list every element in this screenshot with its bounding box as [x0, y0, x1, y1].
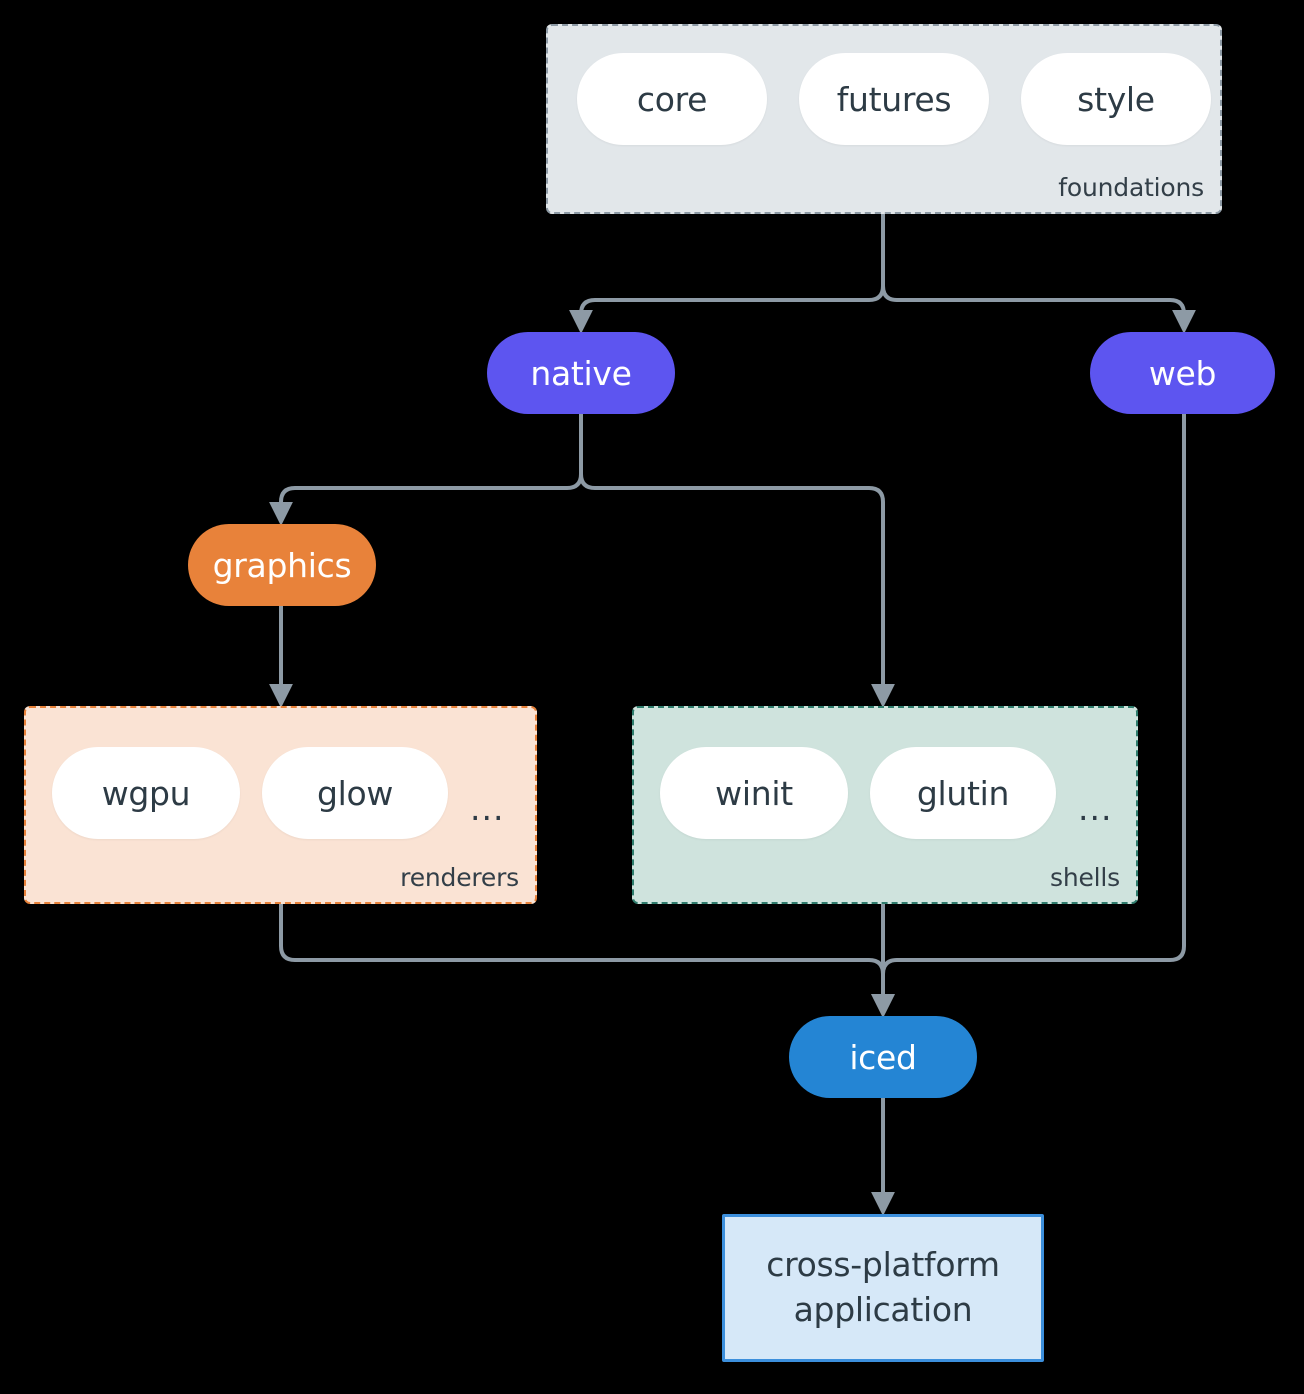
- edge-renderers-iced: [279, 904, 895, 1018]
- node-graphics-label: graphics: [212, 545, 352, 585]
- node-iced[interactable]: iced: [789, 1016, 977, 1098]
- leaf-glow[interactable]: glow: [262, 747, 448, 839]
- leaf-futures[interactable]: futures: [799, 53, 989, 145]
- leaf-style-label: style: [1077, 79, 1155, 119]
- leaf-winit[interactable]: winit: [660, 747, 848, 839]
- renderers-items: wgpu glow ...: [52, 736, 504, 850]
- group-foundations: core futures style foundations: [546, 24, 1222, 214]
- application-label-line2: application: [793, 1290, 973, 1329]
- edge-foundations-native: [569, 214, 885, 334]
- node-native-label: native: [530, 353, 632, 393]
- shells-items: winit glutin ...: [660, 736, 1112, 850]
- node-cross-platform-application[interactable]: cross-platform application: [722, 1214, 1044, 1362]
- edge-foundations-web: [881, 214, 1196, 334]
- application-label-line1: cross-platform: [766, 1245, 1000, 1285]
- edge-native-shells: [579, 414, 895, 708]
- group-renderers: wgpu glow ... renderers: [24, 706, 537, 904]
- leaf-futures-label: futures: [836, 79, 952, 119]
- group-foundations-label: foundations: [1058, 173, 1204, 202]
- group-renderers-label: renderers: [400, 863, 519, 892]
- group-shells-label: shells: [1050, 863, 1120, 892]
- group-shells: winit glutin ... shells: [632, 706, 1138, 904]
- leaf-glutin[interactable]: glutin: [870, 747, 1056, 839]
- leaf-core-label: core: [636, 79, 708, 119]
- node-native[interactable]: native: [487, 332, 675, 414]
- leaf-core[interactable]: core: [577, 53, 767, 145]
- edge-native-graphics: [269, 414, 583, 526]
- node-web-label: web: [1148, 353, 1217, 393]
- leaf-wgpu[interactable]: wgpu: [52, 747, 240, 839]
- leaf-winit-label: winit: [715, 773, 793, 813]
- node-graphics[interactable]: graphics: [188, 524, 376, 606]
- renderers-more-ellipsis: ...: [470, 789, 505, 828]
- shells-more-ellipsis: ...: [1078, 789, 1113, 828]
- node-web[interactable]: web: [1090, 332, 1275, 414]
- node-iced-label: iced: [849, 1037, 917, 1077]
- leaf-style[interactable]: style: [1021, 53, 1211, 145]
- foundations-items: core futures style: [577, 53, 1211, 145]
- leaf-glutin-label: glutin: [916, 773, 1010, 813]
- leaf-wgpu-label: wgpu: [101, 773, 191, 813]
- leaf-glow-label: glow: [316, 773, 394, 813]
